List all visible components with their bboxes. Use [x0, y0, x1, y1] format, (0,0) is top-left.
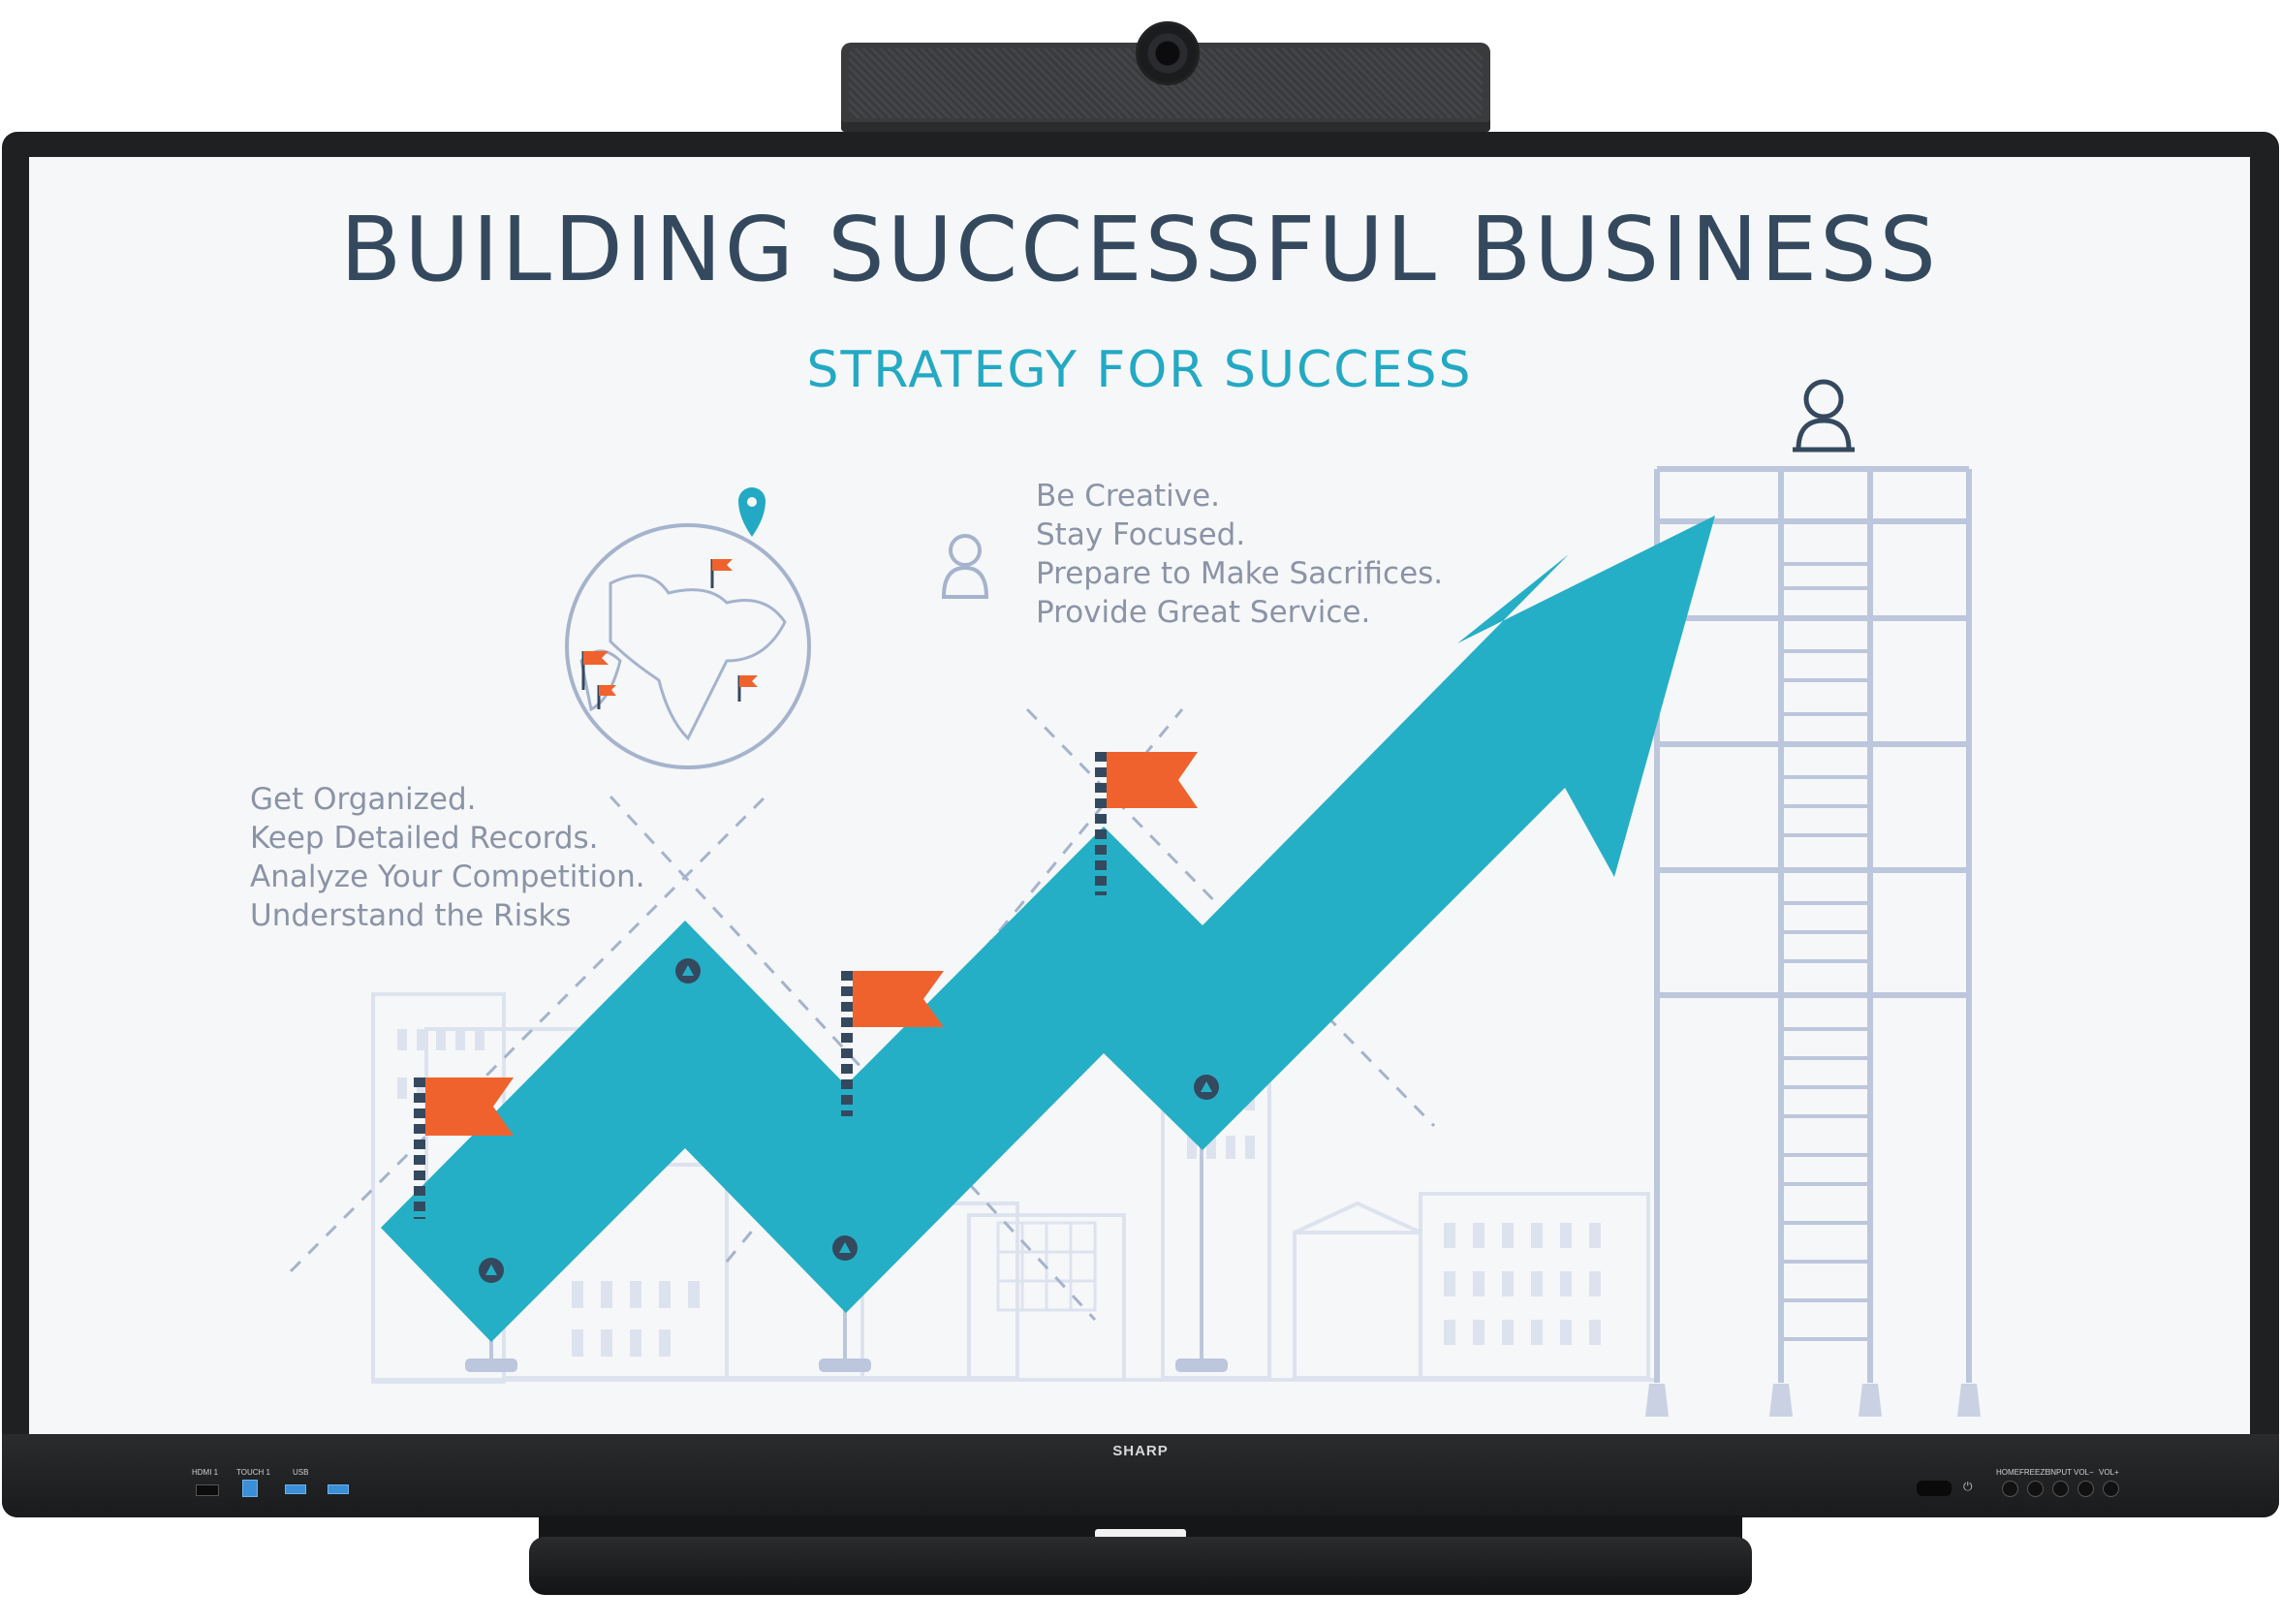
input-button[interactable]	[2052, 1481, 2069, 1497]
bullet-list-left: Get Organized. Keep Detailed Records. An…	[250, 780, 645, 935]
control-label-home: HOME	[1996, 1468, 2019, 1477]
flag-icon	[841, 971, 944, 1116]
bullet-item: Be Creative.	[1036, 479, 1221, 514]
slide-subtitle: STRATEGY FOR SUCCESS	[806, 341, 1473, 399]
freeze-button[interactable]	[2027, 1481, 2044, 1497]
hdmi-port[interactable]	[196, 1484, 219, 1496]
person-icon	[941, 534, 989, 599]
bullet-item: Keep Detailed Records.	[250, 821, 599, 856]
slide-illustration	[289, 379, 1981, 1417]
bullet-item: Provide Great Service.	[1036, 595, 1371, 630]
usb-port[interactable]	[328, 1484, 349, 1494]
control-label-vol-up: VOL+	[2099, 1468, 2119, 1477]
port-label-hdmi: HDMI 1	[192, 1468, 219, 1477]
volume-up-button[interactable]	[2103, 1481, 2119, 1497]
flag-icon	[1095, 752, 1198, 895]
control-label-vol-down: VOL−	[2074, 1468, 2094, 1477]
bullet-list-right: Be Creative. Stay Focused. Prepare to Ma…	[1036, 477, 1443, 632]
bullet-item: Get Organized.	[250, 782, 477, 817]
arrow-markers	[479, 958, 1219, 1283]
volume-down-button[interactable]	[2078, 1481, 2094, 1497]
growth-arrow	[381, 515, 1715, 1342]
brand-logo: SHARP	[1112, 1443, 1169, 1459]
bullet-item: Stay Focused.	[1036, 517, 1246, 552]
power-icon[interactable]: ⏻	[1963, 1480, 1973, 1493]
scaffold-tower	[1654, 466, 1972, 1383]
soundbar	[529, 1537, 1752, 1595]
building-grid	[996, 1221, 1097, 1312]
control-label-freeze: FREEZE	[2019, 1468, 2050, 1477]
bullet-item: Prepare to Make Sacrifices.	[1036, 556, 1444, 591]
touch-usb-port[interactable]	[242, 1480, 258, 1497]
camera-icon	[1136, 21, 1200, 85]
home-button[interactable]	[2002, 1481, 2018, 1497]
location-pin-icon	[738, 487, 766, 537]
scaffold-feet	[1645, 1384, 1981, 1417]
bullet-item: Analyze Your Competition.	[250, 859, 645, 894]
display-screen: BUILDING SUCCESSFUL BUSINESS STRATEGY FO…	[29, 157, 2250, 1434]
port-label-touch: TOUCH 1	[236, 1468, 270, 1477]
ladder-rungs	[1781, 562, 1870, 1341]
port-label-usb: USB	[293, 1468, 309, 1477]
slide-title: BUILDING SUCCESSFUL BUSINESS	[340, 198, 1939, 301]
bottom-bezel	[2, 1434, 2279, 1517]
person-icon	[1793, 379, 1855, 453]
bullet-item: Understand the Risks	[250, 898, 572, 933]
usb-port[interactable]	[285, 1484, 306, 1494]
control-label-input: INPUT	[2048, 1468, 2072, 1477]
globe-flags	[581, 559, 758, 709]
globe-icon	[565, 523, 811, 769]
ir-sensor	[1917, 1481, 1952, 1496]
flag-icon	[414, 1077, 514, 1219]
stand-notch	[1095, 1529, 1186, 1539]
